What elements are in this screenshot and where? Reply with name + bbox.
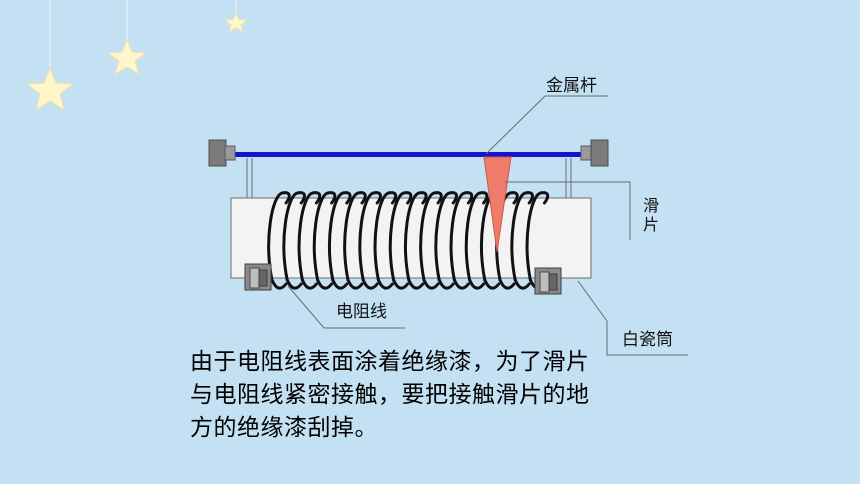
label-slider: 滑片: [643, 196, 660, 234]
coil-turn: [449, 191, 474, 282]
coil-bottom-wrap: [422, 278, 440, 290]
coil-turn: [404, 191, 428, 282]
coil-bottom-wrap: [452, 278, 470, 290]
coil-bottom-wrap: [483, 278, 501, 290]
slider-leader: [505, 181, 631, 240]
coil-bottom-wrap: [270, 278, 288, 290]
coil-turn: [358, 191, 382, 282]
coil-turn: [373, 191, 398, 282]
coil-bottom-wrap: [407, 278, 425, 290]
coil-bottom-wrap: [300, 278, 318, 290]
rod-leader: [485, 95, 608, 155]
coil-bottom-wrap: [316, 278, 334, 290]
coil-turn: [267, 191, 291, 282]
leader-lines: [287, 95, 688, 356]
star-decorations: [25, 0, 249, 112]
coil-turn: [419, 191, 443, 282]
terminal-left: [244, 263, 272, 291]
tube-leader: [577, 280, 688, 356]
coil-turn: [510, 191, 534, 282]
coil-bottom-wrap: [331, 278, 349, 290]
explanation-text: 由于电阻线表面涂着绝缘漆，为了滑片与电阻线紧密接触，要把接触滑片的地方的绝缘漆刮…: [190, 349, 590, 441]
coil-bottom-wrap: [513, 278, 531, 290]
coil-turn: [297, 191, 322, 282]
metal-rod: [208, 139, 609, 167]
star-icon: [106, 38, 148, 76]
star-icon: [25, 66, 75, 112]
coil-turn: [343, 191, 367, 282]
rod-supports: [246, 158, 572, 198]
label-metal-rod: 金属杆: [546, 76, 597, 96]
label-porcelain-tube: 白瓷筒: [622, 330, 673, 350]
coil-turn: [328, 191, 352, 282]
coil-turn: [464, 191, 489, 282]
star-icon: [223, 11, 249, 34]
coil-turn: [525, 191, 550, 282]
coil-turn: [388, 191, 413, 282]
coil-bottom-wrap: [361, 278, 379, 290]
terminal-right: [534, 267, 562, 295]
coil-turn: [434, 191, 458, 282]
coil-bottom-wrap: [392, 278, 410, 290]
coil-bottom-wrap: [437, 278, 455, 290]
coil-bottom-wrap: [346, 278, 364, 290]
coil-turn: [282, 191, 306, 282]
coil-bottom-wrap: [376, 278, 394, 290]
coil-bottom-wrap: [498, 278, 516, 290]
coil-turn: [312, 191, 337, 282]
coil-bottom-wrap: [285, 278, 303, 290]
coil-bottom-wrap: [468, 278, 486, 290]
slider: [483, 156, 512, 253]
wire-leader: [287, 285, 405, 329]
label-resistance-wire: 电阻线: [336, 302, 387, 322]
